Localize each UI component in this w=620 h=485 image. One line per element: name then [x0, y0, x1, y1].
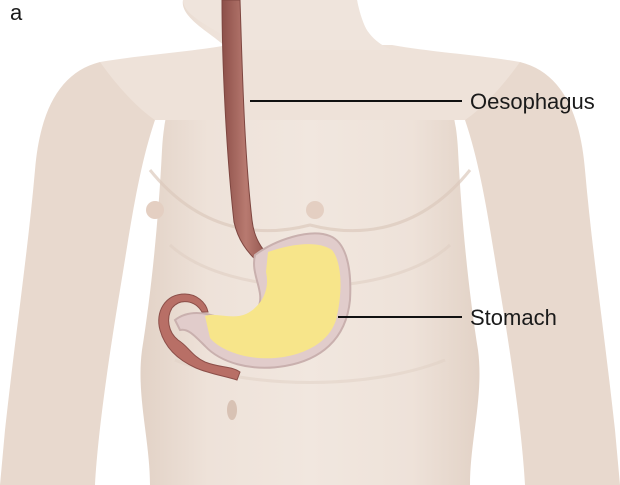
left-nipple — [146, 201, 164, 219]
oesophagus-label: Oesophagus — [470, 91, 595, 113]
stomach-label: Stomach — [470, 307, 557, 329]
right-arm — [465, 62, 620, 485]
neck — [183, 0, 392, 50]
navel — [227, 400, 237, 420]
panel-letter: a — [10, 2, 22, 24]
left-arm — [0, 62, 155, 485]
right-nipple — [306, 201, 324, 219]
shoulders — [100, 45, 520, 120]
